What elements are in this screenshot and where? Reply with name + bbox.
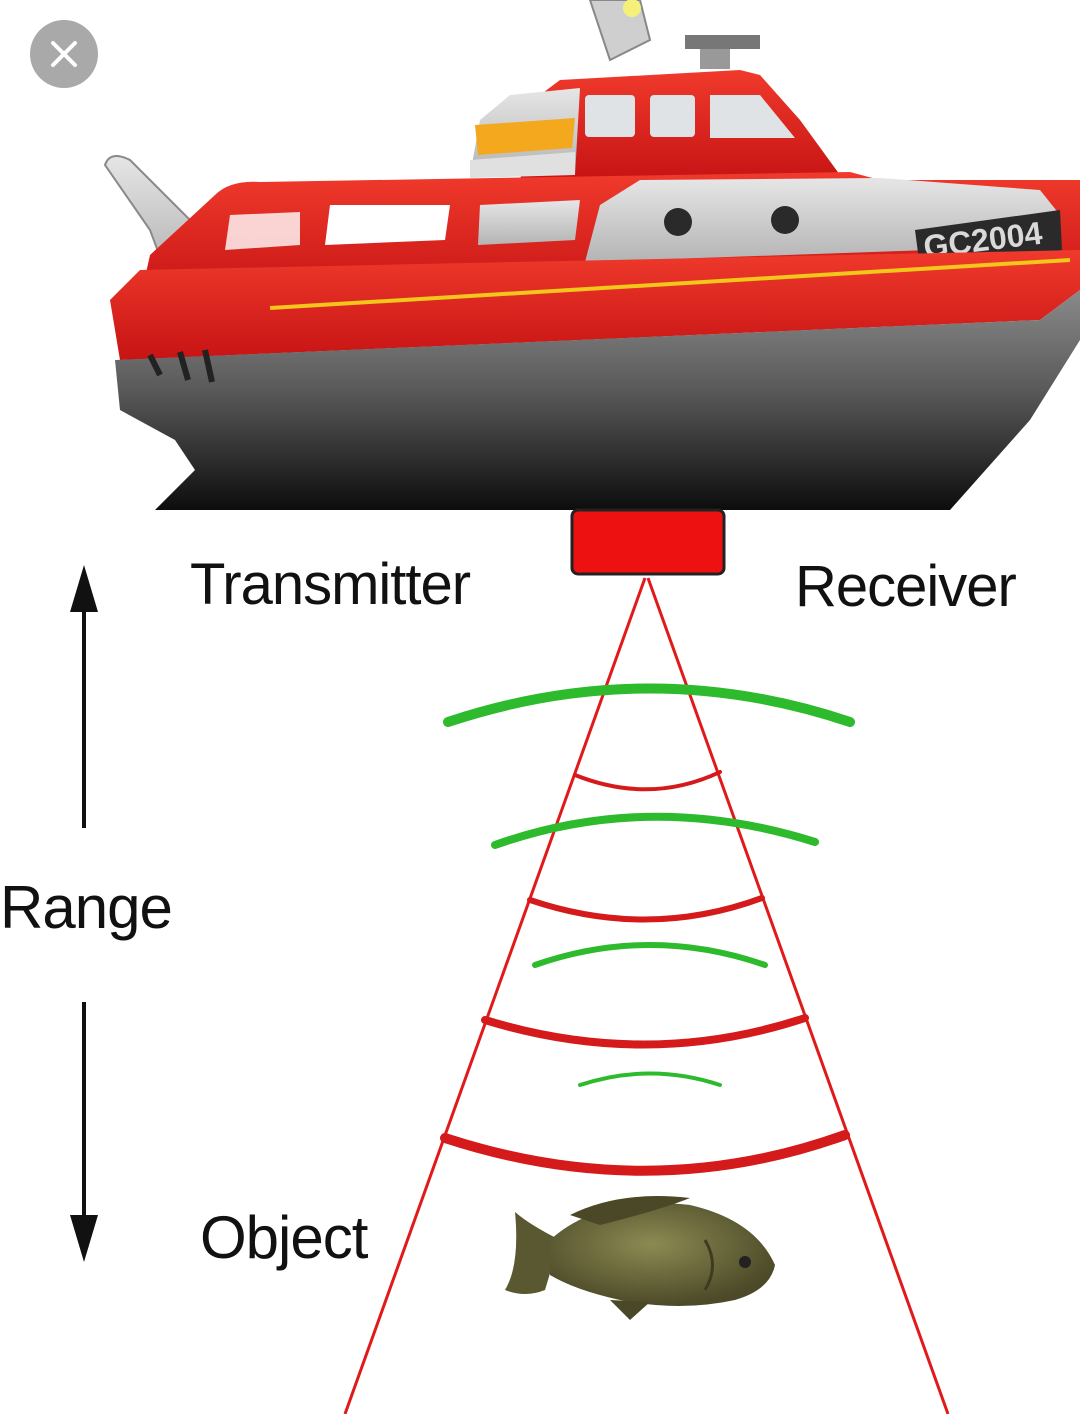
transmitted-pulses	[440, 770, 850, 1176]
transducer	[570, 508, 726, 576]
range-label: Range	[0, 874, 173, 941]
close-button[interactable]	[30, 20, 98, 88]
hull-lower	[115, 290, 1080, 510]
fish-icon	[505, 1196, 775, 1320]
wheelhouse	[470, 70, 840, 180]
object-label: Object	[200, 1204, 368, 1271]
sonar-beam	[343, 577, 950, 1414]
beam-edge-right	[646, 577, 950, 1414]
pulse-arc-3	[481, 1014, 809, 1049]
beam-edge-left	[343, 577, 647, 1414]
fishing-boat: GC2004	[103, 0, 1080, 510]
echo-arc-1	[443, 683, 855, 727]
range-arrow-down	[70, 1002, 98, 1262]
boat-mast	[588, 0, 760, 69]
pulse-arc-2	[527, 895, 765, 923]
receiver-label: Receiver	[795, 554, 1017, 619]
transmitter-label: Transmitter	[190, 552, 471, 617]
close-icon	[51, 41, 77, 67]
hull-red-band	[110, 250, 1080, 360]
pulse-arc-1	[573, 770, 722, 792]
pulse-arc-4	[440, 1130, 850, 1176]
echo-arc-2	[491, 812, 819, 849]
bow-fenders	[147, 349, 215, 383]
hull-stripe	[269, 258, 1071, 310]
echo-arc-3	[532, 942, 768, 968]
main-deck	[140, 172, 1080, 300]
echo-returns	[443, 683, 855, 1087]
echo-arc-4	[578, 1071, 722, 1087]
range-arrow-up	[70, 565, 98, 828]
